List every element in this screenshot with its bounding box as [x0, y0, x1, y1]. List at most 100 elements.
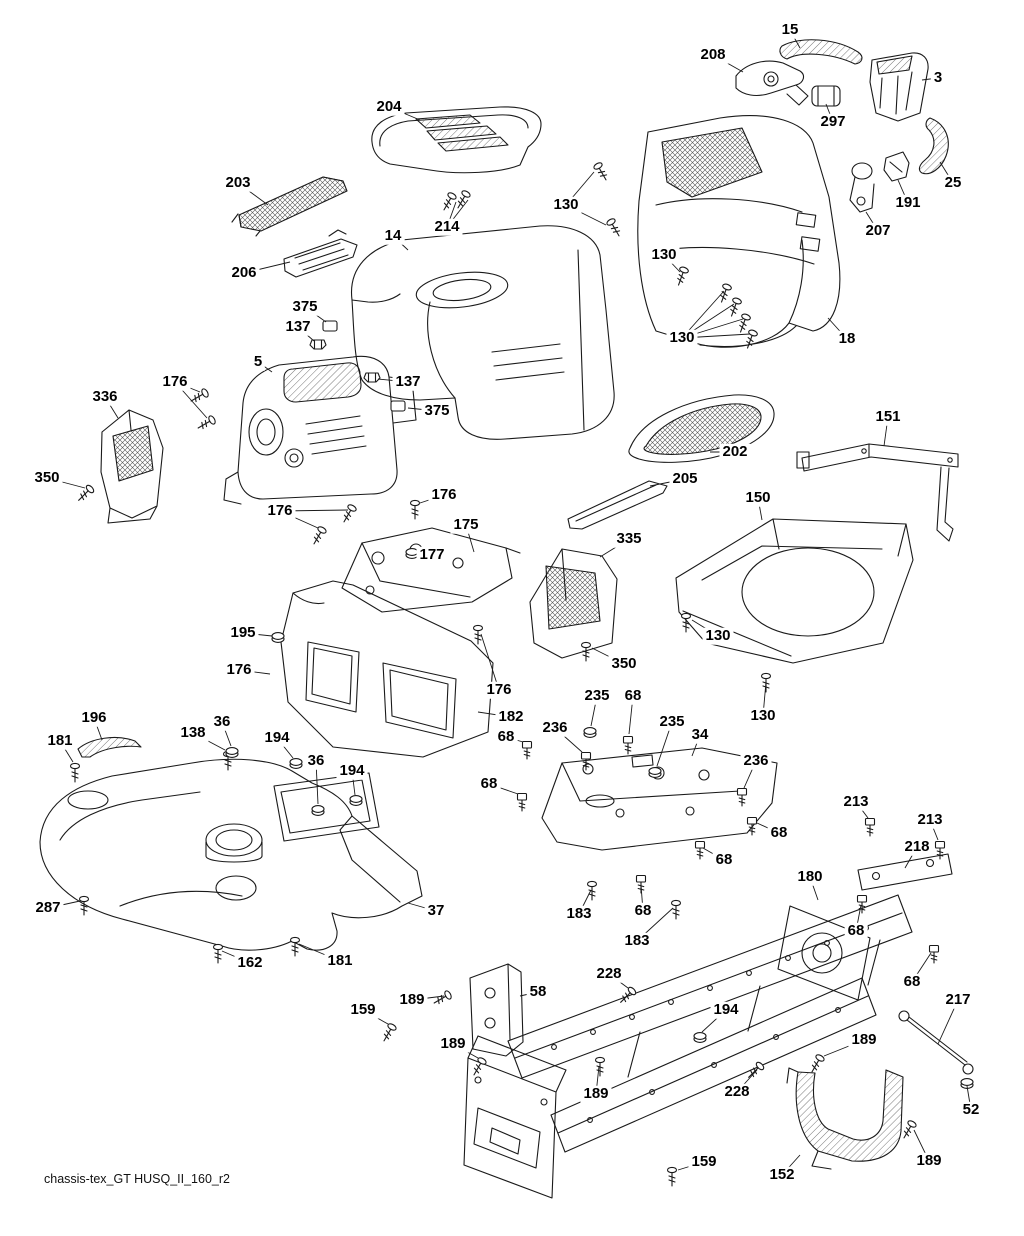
callout-182: 182 — [495, 708, 527, 726]
callout-52: 52 — [959, 1101, 983, 1119]
callout-203: 203 — [222, 174, 254, 192]
callout-68: 68 — [621, 687, 645, 705]
callout-236: 236 — [740, 752, 772, 770]
callout-58: 58 — [526, 983, 550, 1001]
callout-176: 176 — [264, 502, 296, 520]
callout-175: 175 — [450, 516, 482, 534]
callout-138: 138 — [177, 724, 209, 742]
callout-194: 194 — [261, 729, 293, 747]
part-floorpan-150 — [675, 518, 914, 664]
part-vent-206 — [283, 229, 358, 278]
callout-152: 152 — [766, 1166, 798, 1184]
callout-195: 195 — [227, 624, 259, 642]
callout-196: 196 — [78, 709, 110, 727]
part-hood-14 — [350, 225, 615, 440]
callout-15: 15 — [778, 21, 802, 39]
callout-3: 3 — [930, 69, 946, 87]
callout-189: 189 — [848, 1031, 880, 1049]
part-grille-insert-202 — [628, 394, 775, 463]
part-trim-196 — [77, 737, 142, 758]
callout-162: 162 — [234, 954, 266, 972]
callout-176: 176 — [483, 681, 515, 699]
callout-176: 176 — [428, 486, 460, 504]
diagram-code: chassis-tex_GT HUSQ_II_160_r2 — [42, 1172, 232, 1186]
part-hinge-strip-15 — [779, 39, 863, 65]
part-grommet-297 — [811, 85, 841, 107]
callout-137: 137 — [282, 318, 314, 336]
callout-34: 34 — [688, 726, 712, 744]
part-trim-205 — [567, 480, 668, 530]
callout-68: 68 — [900, 973, 924, 991]
part-frame-180 — [463, 894, 913, 1199]
part-console-5 — [223, 355, 417, 505]
callout-297: 297 — [817, 113, 849, 131]
callout-159: 159 — [347, 1001, 379, 1019]
part-sidepanel-336 — [100, 409, 164, 524]
part-lower-dash-182 — [280, 580, 494, 758]
callout-189: 189 — [580, 1085, 612, 1103]
part-latch-207 — [849, 162, 875, 213]
callout-130: 130 — [648, 246, 680, 264]
callout-25: 25 — [941, 174, 965, 192]
part-bracket-152 — [786, 1067, 904, 1170]
callout-18: 18 — [835, 330, 859, 348]
callout-150: 150 — [742, 489, 774, 507]
callout-208: 208 — [697, 46, 729, 64]
part-clip-191 — [883, 151, 910, 182]
callout-228: 228 — [721, 1083, 753, 1101]
callout-214: 214 — [431, 218, 463, 236]
part-hood-vent-204 — [371, 106, 542, 174]
callout-335: 335 — [613, 530, 645, 548]
callout-177: 177 — [416, 546, 448, 564]
callout-183: 183 — [621, 932, 653, 950]
part-plate-218 — [857, 853, 953, 891]
callout-180: 180 — [794, 868, 826, 886]
part-fender-18 — [637, 115, 841, 348]
callout-5: 5 — [250, 353, 266, 371]
callout-181: 181 — [44, 732, 76, 750]
callout-350: 350 — [608, 655, 640, 673]
part-panel-3 — [869, 52, 929, 122]
callout-194: 194 — [710, 1001, 742, 1019]
callout-176: 176 — [159, 373, 191, 391]
callout-68: 68 — [844, 922, 868, 940]
callout-68: 68 — [712, 851, 736, 869]
callout-137: 137 — [392, 373, 424, 391]
callout-183: 183 — [563, 905, 595, 923]
part-hook-25 — [918, 117, 949, 175]
callout-68: 68 — [494, 728, 518, 746]
callout-375: 375 — [421, 402, 453, 420]
callout-287: 287 — [32, 899, 64, 917]
callout-181: 181 — [324, 952, 356, 970]
callout-130: 130 — [666, 329, 698, 347]
callout-68: 68 — [631, 902, 655, 920]
callout-206: 206 — [228, 264, 260, 282]
callout-151: 151 — [872, 408, 904, 426]
callout-14: 14 — [381, 227, 405, 245]
callout-194: 194 — [336, 762, 368, 780]
callout-159: 159 — [688, 1153, 720, 1171]
callout-213: 213 — [914, 811, 946, 829]
callout-228: 228 — [593, 965, 625, 983]
callout-202: 202 — [719, 443, 751, 461]
callout-36: 36 — [210, 713, 234, 731]
callout-37: 37 — [424, 902, 448, 920]
callout-68: 68 — [477, 775, 501, 793]
callout-217: 217 — [942, 991, 974, 1009]
callout-130: 130 — [702, 627, 734, 645]
callout-213: 213 — [840, 793, 872, 811]
callout-189: 189 — [396, 991, 428, 1009]
part-grille-203 — [231, 176, 348, 237]
callout-236: 236 — [539, 719, 571, 737]
part-bracket-58 — [469, 963, 524, 1057]
callout-205: 205 — [669, 470, 701, 488]
part-bracket-208 — [735, 60, 809, 106]
part-bracket-151 — [796, 443, 959, 542]
callout-36: 36 — [304, 752, 328, 770]
part-panel-335 — [529, 548, 618, 659]
callout-68: 68 — [767, 824, 791, 842]
callout-207: 207 — [862, 222, 894, 240]
callout-130: 130 — [550, 196, 582, 214]
